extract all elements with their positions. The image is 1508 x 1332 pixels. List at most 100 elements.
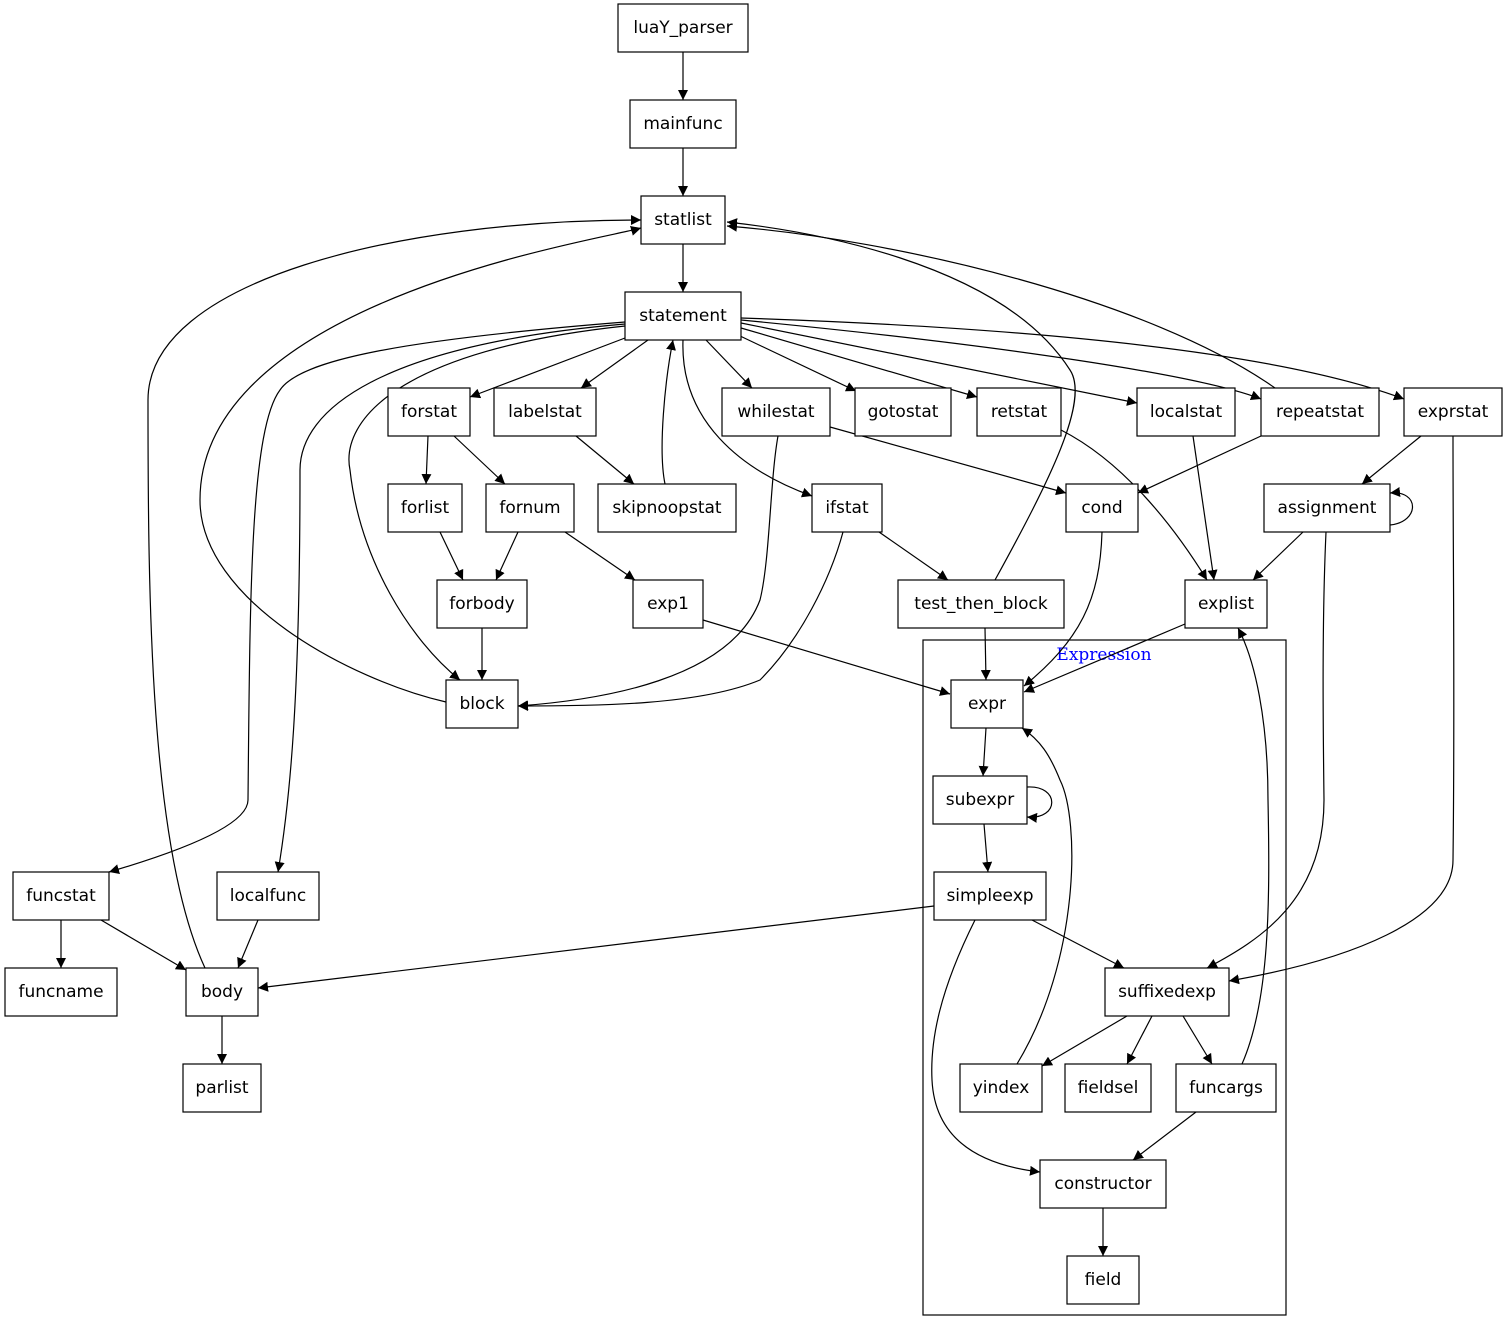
node-label: constructor bbox=[1054, 1174, 1151, 1194]
node-labelstat[interactable]: labelstat bbox=[493, 387, 597, 437]
node-suffixedexp[interactable]: suffixedexp bbox=[1104, 967, 1230, 1017]
node-constructor[interactable]: constructor bbox=[1039, 1159, 1167, 1209]
edge-statement-to-localstat bbox=[740, 322, 1138, 406]
edge-skipnoopstat-to-statement bbox=[661, 339, 676, 485]
node-box bbox=[976, 387, 1062, 437]
node-label: body bbox=[201, 982, 243, 1002]
node-box bbox=[811, 483, 883, 533]
edge-whilestat-to-block bbox=[517, 435, 779, 711]
edge-statement-to-block bbox=[348, 325, 626, 681]
node-assignment[interactable]: assignment bbox=[1263, 483, 1391, 533]
expression-cluster-label: Expression bbox=[1056, 645, 1151, 665]
edge-funcargs-to-explist bbox=[1237, 627, 1270, 1065]
node-funcstat[interactable]: funcstat bbox=[12, 871, 110, 921]
edge-forstat-to-fornum bbox=[453, 435, 506, 485]
node-localstat[interactable]: localstat bbox=[1136, 387, 1236, 437]
edge-repeatstat-to-statlist bbox=[726, 221, 1276, 389]
node-mainfunc[interactable]: mainfunc bbox=[629, 99, 737, 149]
edge-suffixedexp-to-yindex bbox=[1041, 1015, 1128, 1067]
node-label: ifstat bbox=[825, 498, 869, 518]
node-label: yindex bbox=[973, 1078, 1030, 1098]
node-box bbox=[12, 871, 110, 921]
node-fornum[interactable]: fornum bbox=[485, 483, 575, 533]
node-label: simpleexp bbox=[946, 886, 1033, 906]
node-test-then-block[interactable]: test_then_block bbox=[897, 579, 1065, 629]
node-exprstat[interactable]: exprstat bbox=[1403, 387, 1503, 437]
node-label: explist bbox=[1198, 594, 1254, 614]
node-label: funcargs bbox=[1189, 1078, 1263, 1098]
node-fieldsel[interactable]: fieldsel bbox=[1064, 1063, 1152, 1113]
node-ifstat[interactable]: ifstat bbox=[811, 483, 883, 533]
node-skipnoopstat[interactable]: skipnoopstat bbox=[597, 483, 737, 533]
node-box bbox=[854, 387, 952, 437]
node-box bbox=[1065, 483, 1139, 533]
node-label: exprstat bbox=[1418, 402, 1489, 422]
node-box bbox=[4, 967, 118, 1017]
node-box bbox=[932, 775, 1028, 825]
node-forbody[interactable]: forbody bbox=[436, 579, 528, 629]
edge-exprstat-to-assignment bbox=[1361, 435, 1422, 485]
node-simpleexp[interactable]: simpleexp bbox=[933, 871, 1047, 921]
edge-body-to-statlist bbox=[147, 215, 642, 969]
node-statlist[interactable]: statlist bbox=[640, 195, 726, 245]
node-label: localfunc bbox=[230, 886, 307, 906]
node-repeatstat[interactable]: repeatstat bbox=[1260, 387, 1380, 437]
node-box bbox=[1184, 579, 1268, 629]
node-exp1[interactable]: exp1 bbox=[632, 579, 704, 629]
edge-fornum-to-forbody bbox=[495, 531, 519, 581]
edge-yindex-to-expr bbox=[1016, 727, 1073, 1065]
edge-simpleexp-to-body bbox=[257, 905, 935, 992]
node-label: exp1 bbox=[647, 594, 689, 614]
node-statement[interactable]: statement bbox=[624, 291, 742, 341]
edge-exprstat-to-suffixedexp bbox=[1228, 435, 1455, 985]
edge-explist-to-expr bbox=[1023, 623, 1186, 693]
node-funcargs[interactable]: funcargs bbox=[1175, 1063, 1277, 1113]
node-box bbox=[721, 387, 831, 437]
edge-statement-to-exprstat bbox=[740, 317, 1405, 401]
node-explist[interactable]: explist bbox=[1184, 579, 1268, 629]
edge-retstat-to-explist bbox=[1060, 429, 1208, 581]
node-label: fieldsel bbox=[1078, 1078, 1139, 1098]
node-label: repeatstat bbox=[1276, 402, 1364, 422]
node-cond[interactable]: cond bbox=[1065, 483, 1139, 533]
edge-suffixedexp-to-fieldsel bbox=[1126, 1015, 1153, 1065]
node-parlist[interactable]: parlist bbox=[182, 1063, 262, 1113]
node-label: gotostat bbox=[868, 402, 939, 422]
node-gotostat[interactable]: gotostat bbox=[854, 387, 952, 437]
node-label: skipnoopstat bbox=[612, 498, 722, 518]
node-label: luaY_parser bbox=[633, 18, 732, 38]
node-label: parlist bbox=[195, 1078, 249, 1098]
node-localfunc[interactable]: localfunc bbox=[216, 871, 320, 921]
node-subexpr[interactable]: subexpr bbox=[932, 775, 1028, 825]
edge-statement-to-retstat bbox=[740, 327, 978, 399]
edge-statement-to-labelstat bbox=[580, 339, 649, 389]
node-field[interactable]: field bbox=[1066, 1255, 1140, 1305]
node-yindex[interactable]: yindex bbox=[959, 1063, 1043, 1113]
node-label: localstat bbox=[1150, 402, 1223, 422]
node-box bbox=[387, 387, 471, 437]
node-box bbox=[640, 195, 726, 245]
node-box bbox=[1136, 387, 1236, 437]
edge-suffixedexp-to-funcargs bbox=[1182, 1015, 1213, 1065]
node-retstat[interactable]: retstat bbox=[976, 387, 1062, 437]
node-funcname[interactable]: funcname bbox=[4, 967, 118, 1017]
node-label: expr bbox=[968, 694, 1006, 714]
node-box bbox=[485, 483, 575, 533]
node-block[interactable]: block bbox=[445, 679, 519, 729]
node-forlist[interactable]: forlist bbox=[387, 483, 463, 533]
node-body[interactable]: body bbox=[185, 967, 259, 1017]
node-label: suffixedexp bbox=[1118, 982, 1216, 1002]
node-label: labelstat bbox=[508, 402, 582, 422]
node-luaY-parser[interactable]: luaY_parser bbox=[617, 3, 749, 53]
node-whilestat[interactable]: whilestat bbox=[721, 387, 831, 437]
edge-repeatstat-to-cond bbox=[1137, 435, 1262, 494]
edge-statement-to-forstat bbox=[469, 337, 626, 399]
edge-subexpr-to-simpleexp bbox=[982, 823, 993, 873]
node-forstat[interactable]: forstat bbox=[387, 387, 471, 437]
node-label: cond bbox=[1081, 498, 1122, 518]
expression-cluster: Expression bbox=[922, 639, 1287, 1316]
edge-assignment-to-assignment bbox=[1389, 487, 1414, 526]
edge-simpleexp-to-suffixedexp bbox=[1031, 919, 1125, 969]
node-box bbox=[933, 871, 1047, 921]
node-expr[interactable]: expr bbox=[950, 679, 1024, 729]
